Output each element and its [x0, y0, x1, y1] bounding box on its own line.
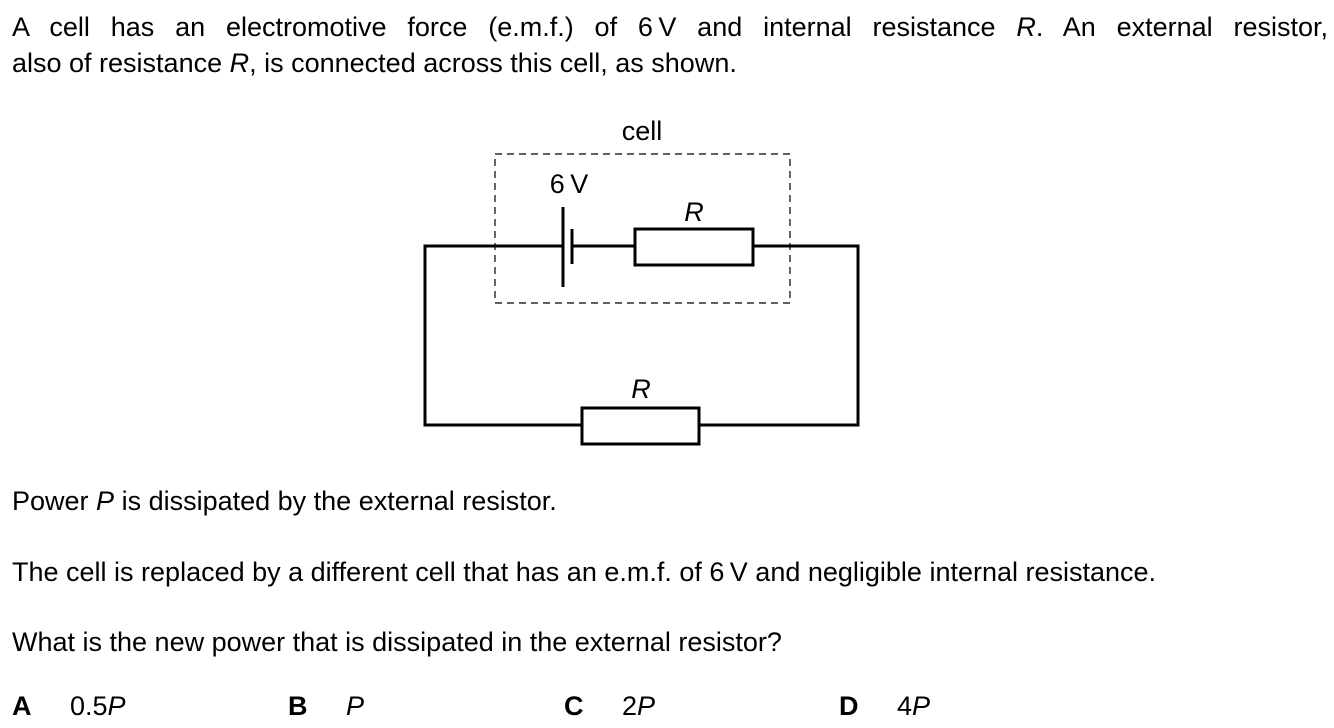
option-value: 2: [622, 691, 638, 721]
option-c[interactable]: C 2P: [564, 688, 655, 724]
cell-label: cell: [622, 116, 663, 146]
question-prompt: What is the new power that is dissipated…: [12, 627, 782, 657]
option-value: 4: [897, 691, 913, 721]
option-a[interactable]: A 0.5P: [12, 688, 126, 724]
option-symbol: P: [107, 691, 126, 721]
intro-line-2: also of resistance R, is connected acros…: [12, 48, 737, 78]
intro-line-1: A cell has an electromotive force (e.m.f…: [12, 12, 1328, 42]
emf-label: 6 V: [550, 169, 588, 199]
option-letter: C: [564, 691, 584, 721]
cell-boundary-box: [494, 153, 791, 304]
external-resistor: [580, 406, 701, 446]
option-letter: A: [12, 691, 32, 721]
option-symbol: P: [346, 691, 365, 721]
option-value: 0.5: [70, 691, 108, 721]
external-resistor-label: R: [631, 374, 651, 404]
question-intro: A cell has an electromotive force (e.m.f…: [12, 9, 1328, 81]
option-d[interactable]: D 4P: [839, 688, 930, 724]
option-symbol: P: [912, 691, 931, 721]
statement-replacement: The cell is replaced by a different cell…: [12, 557, 1157, 587]
option-symbol: P: [637, 691, 656, 721]
circuit-wires: [423, 244, 860, 427]
internal-resistor: [633, 227, 755, 267]
internal-resistor-label: R: [684, 197, 704, 227]
statement-power: Power P is dissipated by the external re…: [12, 486, 557, 516]
option-letter: B: [288, 691, 308, 721]
option-letter: D: [839, 691, 859, 721]
